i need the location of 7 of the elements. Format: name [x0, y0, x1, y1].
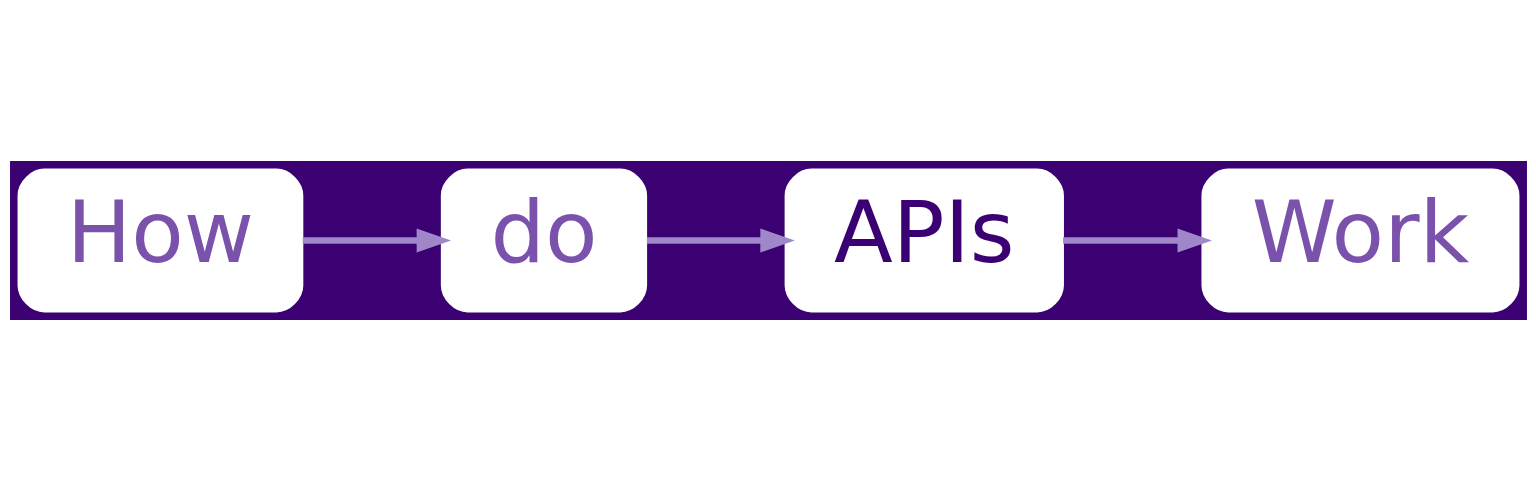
node-box: APIs	[784, 168, 1064, 312]
node-box: How	[17, 168, 303, 312]
node-box: Work	[1200, 168, 1519, 312]
node-box: do	[440, 168, 647, 312]
arrow	[302, 227, 451, 253]
arrow	[646, 227, 795, 253]
arrow	[1062, 227, 1212, 253]
